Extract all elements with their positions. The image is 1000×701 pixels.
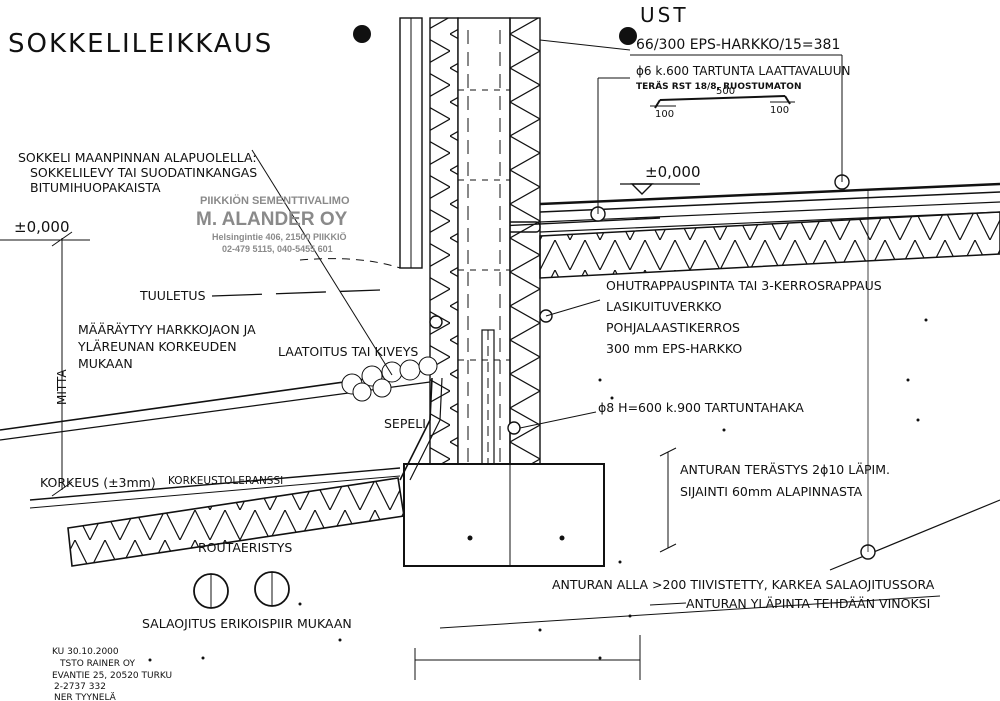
level-left-label: ±0,000 xyxy=(14,218,70,236)
drainage-label: SALAOJITUS ERIKOISPIIR MUKAAN xyxy=(142,616,352,631)
level-floor-label: ±0,000 xyxy=(645,163,701,181)
punch-hole xyxy=(619,27,637,45)
footing-rebar xyxy=(559,535,565,541)
wall-layer: POHJALAASTIKERROS xyxy=(606,320,740,335)
stamp-line: M. ALANDER OY xyxy=(196,209,348,230)
slab-rebar-material: TERÄS RST 18/8, RUOSTUMATON xyxy=(636,81,801,92)
rebar-sketch xyxy=(650,95,795,109)
top-label: UST xyxy=(640,3,689,27)
footing-rebar xyxy=(467,535,473,541)
rebar-dim-right: 100 xyxy=(770,105,789,116)
title-block-line: TSTO RAINER OY xyxy=(59,659,135,669)
title-block-line: KU 30.10.2000 xyxy=(52,647,119,657)
wall-layer: LASIKUITUVERKKO xyxy=(606,299,722,314)
tolerance-sub-label: KORKEUSTOLERANSSI xyxy=(168,475,283,487)
title-block: KU 30.10.2000 TSTO RAINER OY EVANTIE 25,… xyxy=(52,647,172,701)
gravel-fill xyxy=(399,377,443,481)
ventilation-label: TUULETUS xyxy=(139,288,206,303)
rebar-circle xyxy=(429,315,443,329)
dimension-label: MITTA xyxy=(55,369,69,405)
footing-rebar-label: SIJAINTI 60mm ALAPINNASTA xyxy=(680,484,863,499)
rebar-dim-left: 100 xyxy=(655,109,674,120)
eps-block-wall xyxy=(399,17,541,479)
frost-insulation-label: ROUTAERISTYS xyxy=(198,540,292,555)
paving-stones xyxy=(341,356,438,402)
wall-layer: 300 mm EPS-HARKKO xyxy=(606,341,742,356)
paving-label: LAATOITUS TAI KIVEYS xyxy=(278,344,418,359)
height-note: MUKAAN xyxy=(78,356,133,371)
plinth-note: SOKKELI MAANPINNAN ALAPUOLELLA: xyxy=(18,150,257,165)
scan-specks xyxy=(148,318,928,662)
under-footing-label: ANTURAN ALLA >200 TIIVISTETTY, KARKEA SA… xyxy=(552,577,935,592)
gravel-label: SEPELI xyxy=(384,416,426,431)
height-note: YLÄREUNAN KORKEUDEN xyxy=(77,339,237,354)
drawing-title: SOKKELILEIKKAUS xyxy=(8,29,273,59)
block-spec-label: 66/300 EPS-HARKKO/15=381 xyxy=(636,37,840,53)
rebar-dim-long: 500 xyxy=(716,86,735,97)
company-stamp: PIIKKIÖN SEMENTTIVALIMO M. ALANDER OY He… xyxy=(196,194,350,254)
rebar-circle xyxy=(507,421,521,435)
punch-hole xyxy=(353,25,371,43)
title-block-line: EVANTIE 25, 20520 TURKU xyxy=(52,671,172,681)
title-block-line: NER TYYNELÄ xyxy=(54,692,117,701)
wall-layer: OHUTRAPPAUSPINTA TAI 3-KERROSRAPPAUS xyxy=(606,278,882,293)
footing xyxy=(403,463,605,567)
ventilation-arc xyxy=(299,258,401,269)
footing-top-label: ANTURAN YLÄPINTA TEHDÄÄN VINOKSI xyxy=(686,596,930,611)
ventilation-line xyxy=(211,289,381,297)
title-block-line: 2-2737 332 xyxy=(54,682,106,692)
level-marker-floor xyxy=(620,183,700,195)
tolerance-label: KORKEUS (±3mm) xyxy=(40,475,156,490)
footing-rebar-label: ANTURAN TERÄSTYS 2ϕ10 LÄPIM. xyxy=(680,462,890,477)
plinth-note: BITUMIHUOPAKAISTA xyxy=(30,180,161,195)
stamp-line: 02-479 5115, 040-5455 601 xyxy=(222,244,333,254)
stamp-line: Helsingintie 406, 21500 PIIKKIÖ xyxy=(212,232,347,242)
height-note: MÄÄRÄYTYY HARKKOJAON JA xyxy=(78,322,256,337)
plinth-note: SOKKELILEVY TAI SUODATINKANGAS xyxy=(30,165,257,180)
anchor-label: ϕ8 H=600 k.900 TARTUNTAHAKA xyxy=(598,400,804,415)
stamp-line: PIIKKIÖN SEMENTTIVALIMO xyxy=(200,194,350,207)
slab-rebar-label: ϕ6 k.600 TARTUNTA LAATTAVALUUN xyxy=(636,64,850,78)
frost-insulation xyxy=(67,477,405,567)
